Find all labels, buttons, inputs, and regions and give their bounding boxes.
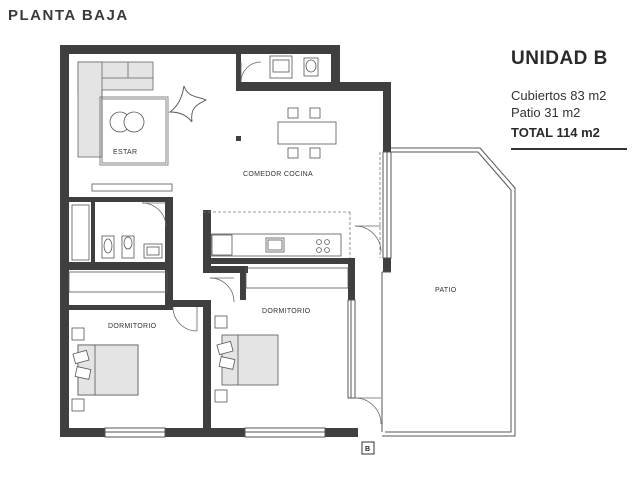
patio-outline — [381, 147, 516, 437]
total-underline — [511, 148, 627, 150]
rug — [99, 96, 169, 166]
upper-bathroom — [269, 55, 319, 79]
dashed-lines — [203, 152, 381, 258]
patio-area: Patio 31 m2 — [511, 105, 581, 120]
label-estar: ESTAR — [113, 149, 137, 156]
kitchen-counter — [210, 233, 342, 257]
tv-unit — [91, 183, 173, 192]
bed-2 — [214, 315, 279, 403]
page-title: PLANTA BAJA — [8, 7, 129, 24]
bed-1 — [71, 327, 139, 412]
total-area: TOTAL 114 m2 — [511, 125, 600, 140]
coffee-table — [109, 111, 145, 133]
column — [236, 136, 241, 141]
doors — [141, 61, 382, 425]
wardrobe-1 — [68, 271, 168, 293]
label-dormitorio-2: DORMITORIO — [262, 308, 311, 315]
label-comedor-cocina: COMEDOR COCINA — [243, 171, 313, 178]
walls — [60, 45, 391, 437]
star-chair — [168, 85, 208, 123]
unit-marker-label: B — [365, 446, 370, 453]
label-dormitorio-1: DORMITORIO — [108, 323, 157, 330]
dining-table — [277, 107, 337, 159]
covered-area: Cubiertos 83 m2 — [511, 88, 607, 103]
sofa — [77, 61, 154, 158]
wardrobe-2 — [245, 267, 349, 289]
label-patio: PATIO — [435, 287, 457, 294]
windows — [104, 151, 392, 438]
unit-marker: B — [361, 441, 375, 455]
main-bathroom — [71, 204, 163, 261]
unit-name: UNIDAD B — [511, 48, 608, 69]
